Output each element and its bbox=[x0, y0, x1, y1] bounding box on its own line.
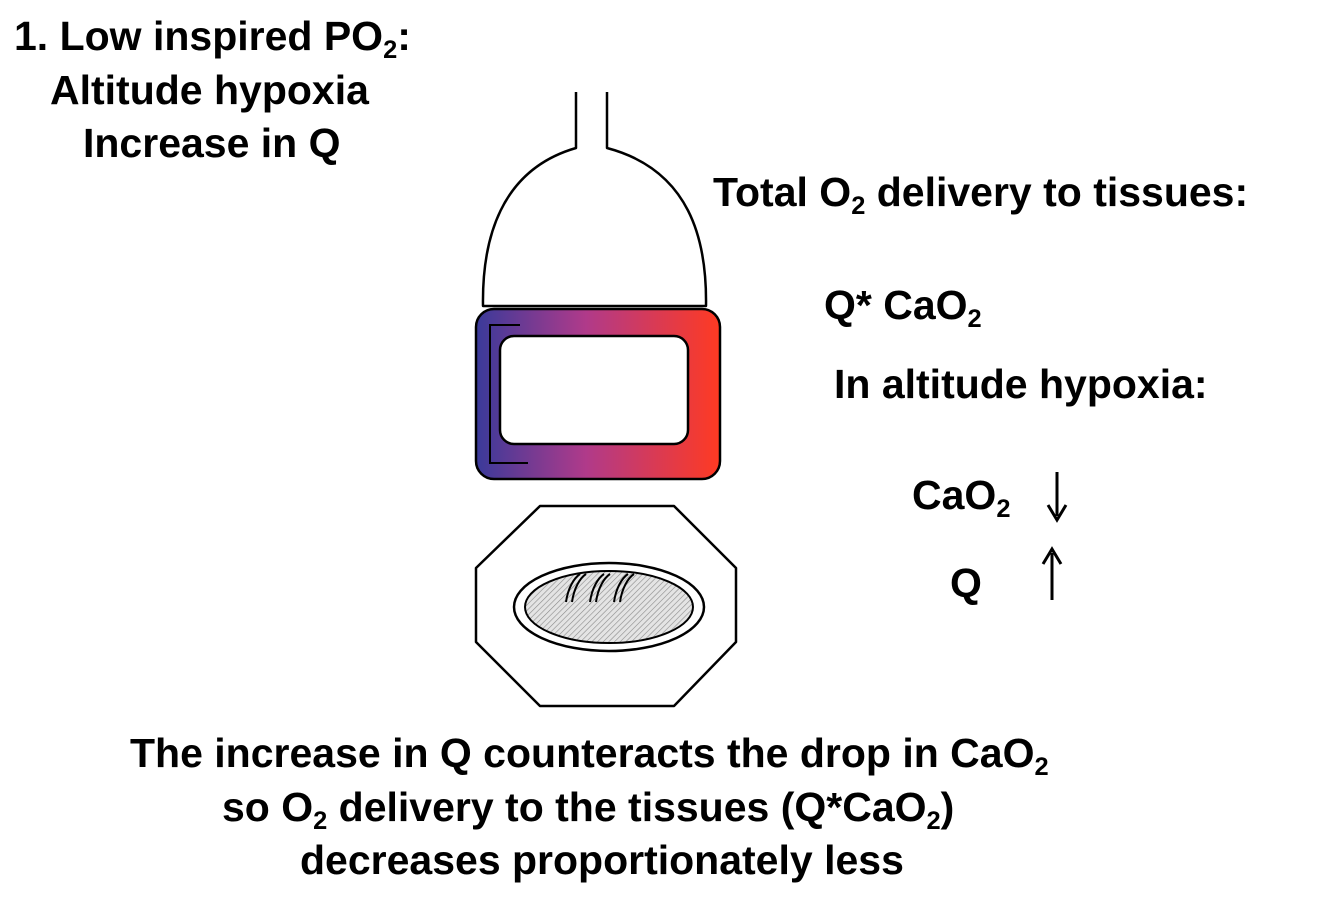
cao2-label: CaO2 bbox=[912, 472, 1011, 524]
heading-line-3: Increase in Q bbox=[83, 120, 341, 166]
mitochondrion-icon bbox=[512, 561, 706, 653]
lung-airway-icon bbox=[481, 92, 708, 308]
q-label: Q bbox=[950, 560, 982, 606]
heading-line-2: Altitude hypoxia bbox=[50, 67, 369, 113]
heading-line-1: 1. Low inspired PO2: bbox=[14, 13, 411, 65]
arrow-up-icon bbox=[1041, 546, 1063, 600]
altitude-hypoxia-label: In altitude hypoxia: bbox=[834, 361, 1208, 407]
arrow-down-icon bbox=[1046, 472, 1068, 523]
conclusion-line-2: so O2 delivery to the tissues (Q*CaO2) bbox=[222, 784, 955, 836]
conclusion-line-3: decreases proportionately less bbox=[300, 837, 904, 883]
delivery-formula: Q* CaO2 bbox=[824, 282, 982, 334]
blood-capillary-icon bbox=[474, 307, 722, 481]
conclusion-line-1: The increase in Q counteracts the drop i… bbox=[130, 730, 1049, 782]
total-o2-delivery-label: Total O2 delivery to tissues: bbox=[713, 169, 1249, 221]
